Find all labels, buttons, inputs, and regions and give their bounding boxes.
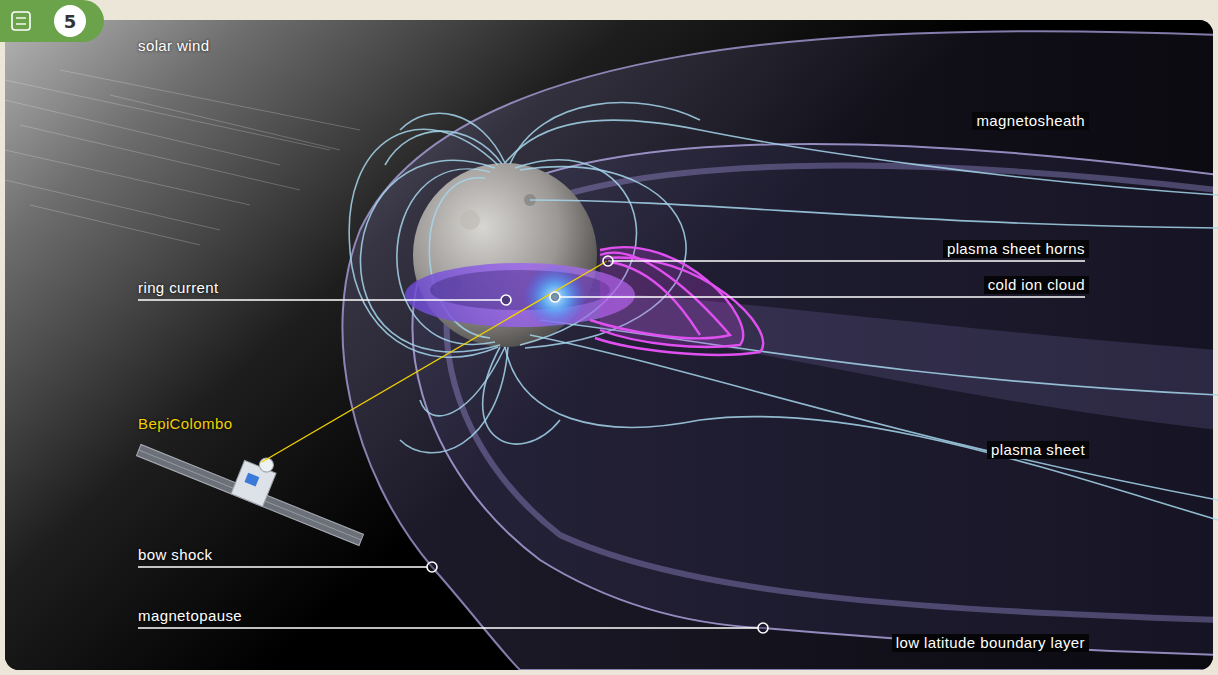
region-label: bow shock [138, 546, 212, 564]
callout-badge: 5 [54, 5, 86, 37]
region-label: low latitude boundary layer [892, 634, 1089, 652]
region-label: plasma sheet horns [943, 240, 1089, 258]
region-label: cold ion cloud [984, 276, 1089, 294]
region-label: solar wind [138, 37, 210, 55]
callout-number: 5 [64, 11, 77, 32]
spacecraft-label: BepiColombo [138, 415, 232, 433]
region-label: magnetopause [138, 607, 242, 625]
region-label: ring current [138, 279, 219, 297]
region-label: magnetosheath [972, 112, 1089, 130]
region-label: plasma sheet [987, 441, 1089, 459]
